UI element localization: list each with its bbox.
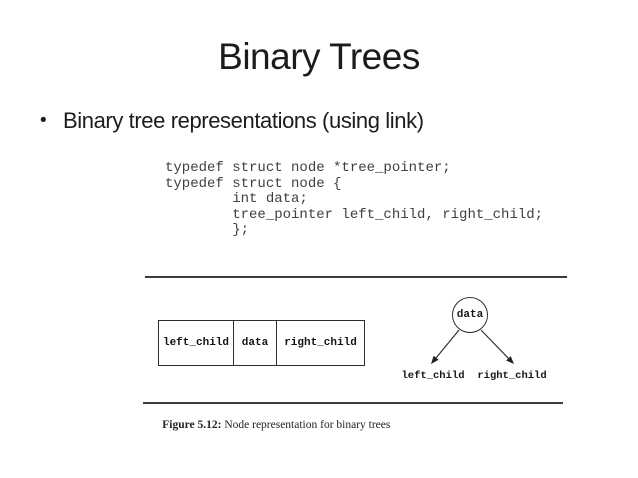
figure-top-rule bbox=[145, 276, 567, 278]
tree-root-label: data bbox=[456, 309, 484, 321]
node-box-right-child-cell: right_child bbox=[284, 337, 357, 349]
tree-arrows bbox=[431, 329, 514, 364]
slide-title: Binary Trees bbox=[218, 36, 420, 77]
tree-right-edge bbox=[480, 329, 509, 359]
node-box-left-child-cell: left_child bbox=[159, 321, 234, 365]
tree-root-node: data bbox=[452, 297, 488, 333]
tree-right-child-label: right_child bbox=[477, 370, 547, 382]
code-line-1: typedef struct node *tree_pointer; bbox=[165, 160, 451, 176]
code-line-4: tree_pointer left_child, right_child; bbox=[165, 206, 544, 223]
node-record-box: left_child data right_child bbox=[158, 320, 365, 366]
tree-left-child-label: left_child bbox=[401, 370, 465, 382]
figure-caption-text: Node representation for binary trees bbox=[221, 419, 391, 431]
figure-caption-number: Figure 5.12: bbox=[162, 419, 222, 431]
code-line-3: int data; bbox=[165, 191, 308, 207]
figure-caption: Figure 5.12: Node representation for bin… bbox=[145, 407, 390, 443]
node-box-data-cell: data bbox=[234, 321, 277, 365]
code-line-5: }; bbox=[165, 222, 250, 238]
tree-right-arrowhead-icon bbox=[506, 356, 514, 364]
tree-left-edge bbox=[435, 329, 460, 359]
bullet-text: Binary tree representations (using link) bbox=[63, 108, 424, 133]
code-block: typedef struct node *tree_pointer; typed… bbox=[165, 160, 544, 239]
tree-left-arrowhead-icon bbox=[431, 355, 439, 364]
figure-bottom-rule bbox=[143, 402, 563, 404]
bullet-icon: • bbox=[40, 110, 47, 131]
code-line-2: typedef struct node { bbox=[165, 175, 342, 192]
